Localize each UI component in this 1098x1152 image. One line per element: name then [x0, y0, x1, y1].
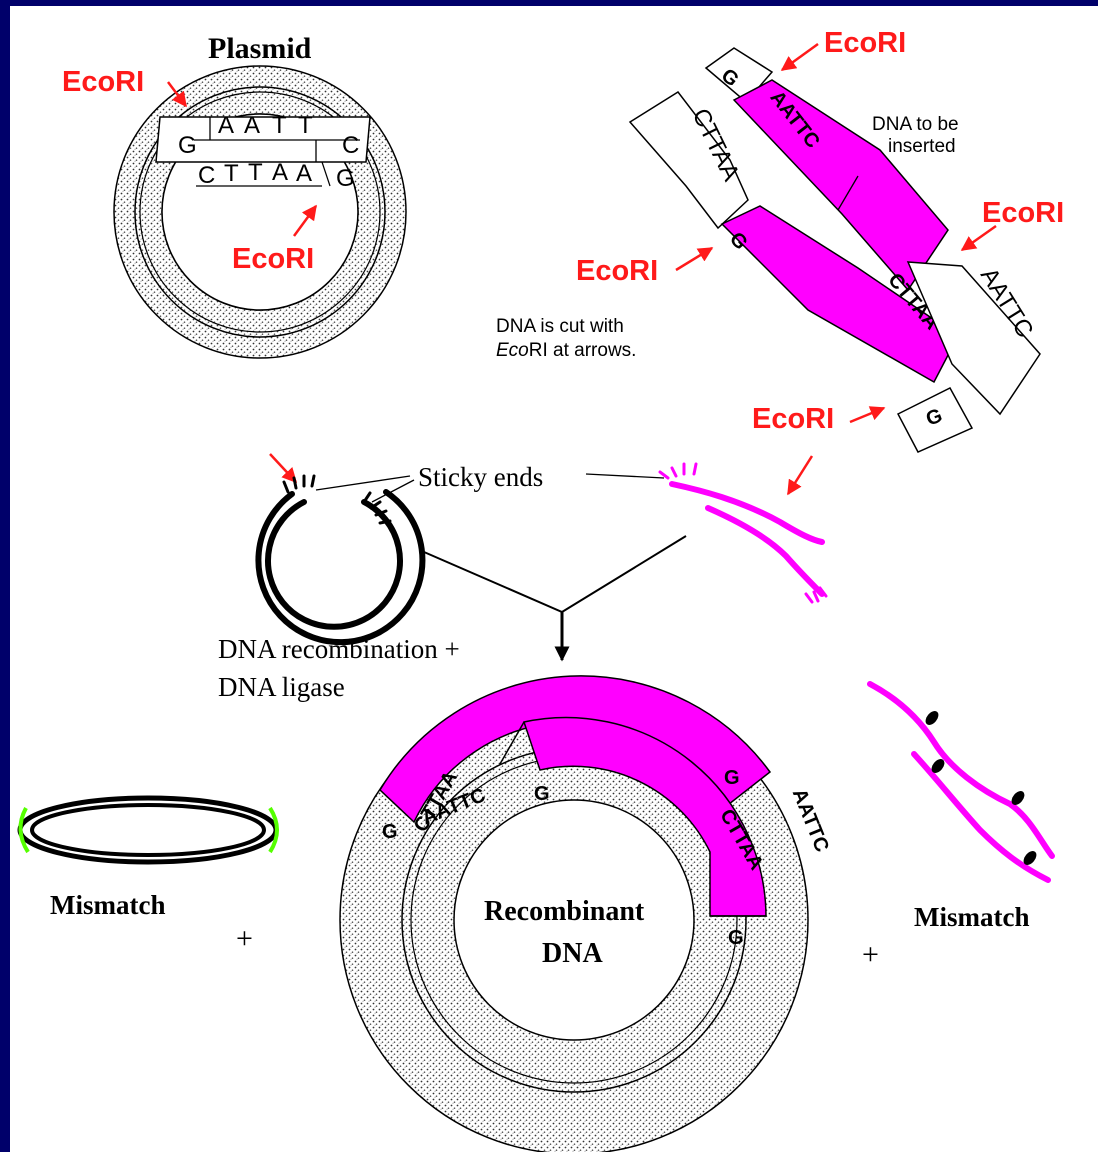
sticky-ends-label: Sticky ends	[418, 462, 543, 492]
cut-note-rest: RI at arrows.	[529, 340, 637, 361]
recomb-base-g-inner: G	[534, 783, 550, 805]
plasmid-base-t2: T	[298, 112, 313, 139]
plasmid-base-c-bottom: C	[198, 162, 215, 189]
cut-note-line1: DNA is cut with	[496, 316, 624, 337]
ecori-label-fragment-bottom: EcoRI	[752, 403, 834, 435]
sticky-leader-1	[316, 476, 410, 490]
recombination-line1: DNA recombination +	[218, 634, 460, 664]
dna-fragment-group: G AATTC CTTAA G CTTAA AATTC G	[630, 48, 1040, 452]
ecori-label-fragment-left: EcoRI	[576, 255, 658, 287]
recomb-base-g-bottom: G	[728, 927, 744, 949]
plasmid-title: Plasmid	[208, 32, 312, 65]
plasmid-base-t4: T	[248, 159, 263, 186]
ecori-label-fragment-right: EcoRI	[982, 197, 1064, 229]
mismatch-right-fragment	[870, 684, 1052, 880]
plasmid-base-a2: A	[244, 112, 260, 139]
red-arrow-fragment-down	[788, 456, 812, 494]
cut-fragment	[660, 464, 826, 602]
insert-note-line1: DNA to be	[872, 114, 959, 135]
plus-right: +	[862, 938, 879, 971]
plasmid-group: G A A T T C C T T A A G	[114, 66, 406, 358]
recombination-line2: DNA ligase	[218, 672, 345, 702]
recomb-base-g-left: G	[382, 821, 398, 843]
merge-lines	[424, 536, 686, 612]
recombinant-label-line1: Recombinant	[484, 896, 645, 927]
plasmid-base-t1: T	[272, 112, 287, 139]
sticky-leader-3	[586, 474, 664, 478]
ecori-label-plasmid-top: EcoRI	[62, 66, 144, 98]
plasmid-base-g-top: G	[178, 132, 197, 159]
insert-note-line2: inserted	[888, 136, 956, 157]
plasmid-base-a1: A	[218, 112, 234, 139]
cut-note-italic: Eco	[496, 340, 529, 361]
opened-plasmid	[258, 476, 422, 642]
mismatch-left-label: Mismatch	[50, 890, 165, 920]
plasmid-base-a4: A	[296, 160, 312, 187]
plasmid-base-a3: A	[272, 159, 288, 186]
diagram-frame: G A A T T C C T T A A G Plasmid EcoRI Ec…	[10, 6, 1098, 1152]
mismatch-right-label: Mismatch	[914, 902, 1029, 932]
recombinant-dna-diagram: G A A T T C C T T A A G Plasmid EcoRI Ec…	[10, 6, 1098, 1152]
cut-note-line2: EcoRI at arrows.	[496, 340, 636, 361]
ecori-label-fragment-top: EcoRI	[824, 27, 906, 59]
ecori-arrow-fragment-left	[676, 248, 712, 270]
recombinant-label-line2: DNA	[542, 938, 603, 969]
plasmid-base-t3: T	[224, 160, 239, 187]
recomb-base-g-outer: G	[724, 767, 740, 789]
plasmid-base-c-top: C	[342, 132, 359, 159]
ecori-arrow-fragment-top	[782, 44, 818, 70]
plasmid-base-g-bottom: G	[336, 165, 355, 192]
plus-left: +	[236, 922, 253, 955]
mismatch-left-plasmid	[20, 798, 277, 862]
ecori-arrow-fragment-right	[962, 226, 996, 250]
ecori-label-plasmid-inner: EcoRI	[232, 243, 314, 275]
red-arrow-plasmid-down	[270, 454, 296, 482]
ecori-arrow-fragment-bottom	[850, 408, 884, 422]
